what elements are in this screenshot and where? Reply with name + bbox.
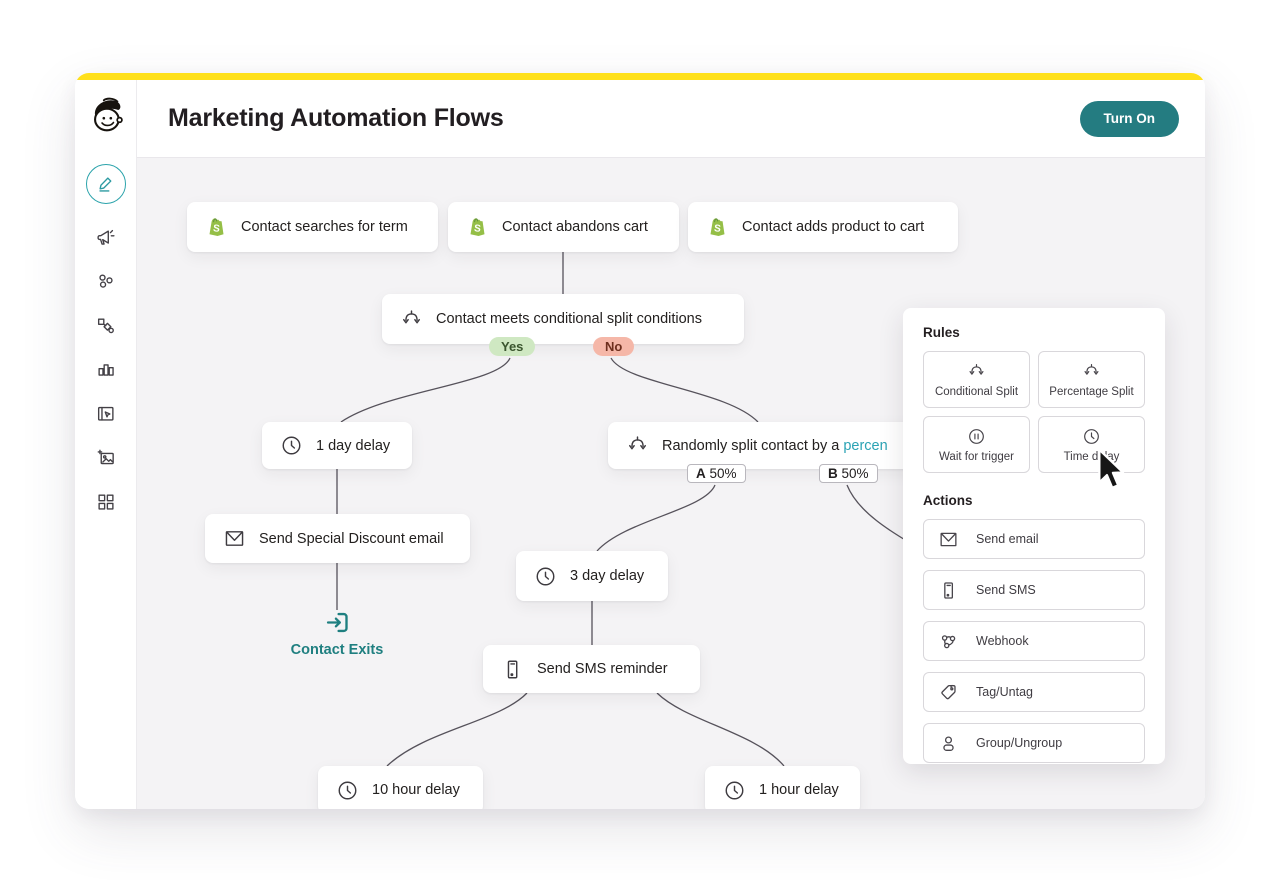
clock-icon (536, 567, 555, 585)
pencil-icon (98, 177, 111, 192)
trigger-node-add-to-cart[interactable]: S Contact adds product to cart (688, 202, 958, 252)
page-title: Marketing Automation Flows (168, 104, 504, 132)
clock-icon (338, 781, 357, 799)
clock-icon (1084, 428, 1099, 444)
exit-icon (326, 612, 348, 633)
webhook-icon (941, 634, 956, 648)
delay-node-1-day[interactable]: 1 day delay (262, 422, 412, 469)
blocks-panel: Rules Conditional Split Percentage Split (903, 308, 1165, 764)
svg-text:S: S (212, 223, 220, 235)
rules-heading: Rules (923, 325, 960, 340)
delay-node-3-day[interactable]: 3 day delay (516, 551, 668, 601)
branch-b-badge: B 50% (819, 464, 878, 483)
svg-text:S: S (473, 223, 481, 235)
sidebar (75, 80, 137, 809)
send-email-label: Send Special Discount email (259, 530, 444, 547)
page-header: Marketing Automation Flows Turn On (137, 80, 1205, 158)
delay-node-1-hour[interactable]: 1 hour delay (705, 766, 860, 809)
rule-card-wait-for-trigger[interactable]: Wait for trigger (923, 416, 1030, 473)
tag-icon (941, 684, 956, 699)
percentage-split-node[interactable]: Randomly split contact by a percen (608, 422, 920, 469)
trigger-label: Contact searches for term (241, 219, 408, 235)
percentage-split-label: Randomly split contact by a percen (662, 437, 888, 454)
split-icon (1084, 363, 1099, 375)
flow-canvas[interactable]: S Contact searches for term S Contact ab… (137, 158, 1205, 809)
actions-heading: Actions (923, 493, 973, 508)
action-card-send-sms[interactable]: Send SMS (923, 570, 1145, 610)
phone-icon (507, 660, 518, 678)
rule-card-conditional-split[interactable]: Conditional Split (923, 351, 1030, 408)
clock-icon (725, 781, 744, 799)
pause-icon (969, 428, 984, 444)
action-card-group-ungroup[interactable]: Group/Ungroup (923, 723, 1145, 763)
action-card-send-email[interactable]: Send email (923, 519, 1145, 559)
mailchimp-logo[interactable] (85, 95, 127, 137)
no-badge: No (593, 337, 635, 356)
megaphone-icon (96, 229, 115, 245)
audience-icon (98, 274, 113, 288)
trigger-node-search[interactable]: S Contact searches for term (187, 202, 438, 252)
send-email-node[interactable]: Send Special Discount email (205, 514, 470, 563)
sidebar-item-automations[interactable] (94, 314, 118, 338)
delay-node-10-hour[interactable]: 10 hour delay (318, 766, 483, 809)
percentage-link[interactable]: percen (843, 437, 888, 454)
delay-label: 10 hour delay (372, 782, 460, 798)
split-icon (629, 436, 646, 450)
contact-exits[interactable]: Contact Exits (267, 609, 407, 658)
email-icon (225, 531, 244, 546)
phone-icon (944, 581, 954, 599)
sidebar-item-content[interactable] (94, 446, 118, 470)
sidebar-item-campaigns[interactable] (94, 226, 118, 250)
sidebar-item-website[interactable] (94, 402, 118, 426)
trigger-label: Contact abandons cart (502, 219, 648, 235)
trigger-label: Contact adds product to cart (742, 219, 925, 235)
apps-grid-icon (97, 494, 114, 510)
turn-on-button[interactable]: Turn On (1079, 100, 1179, 137)
action-card-tag-untag[interactable]: Tag/Untag (923, 672, 1145, 712)
clock-icon (282, 436, 301, 455)
shopify-icon: S (209, 217, 224, 236)
image-icon (97, 449, 114, 465)
trigger-node-abandon-cart[interactable]: S Contact abandons cart (448, 202, 679, 252)
rule-card-percentage-split[interactable]: Percentage Split (1038, 351, 1145, 408)
action-card-webhook[interactable]: Webhook (923, 621, 1145, 661)
automations-icon (97, 318, 114, 334)
yes-badge: Yes (489, 337, 536, 356)
delay-label: 3 day delay (570, 568, 645, 584)
brand-accent-bar (75, 73, 1205, 80)
delay-label: 1 hour delay (759, 782, 839, 798)
sidebar-item-edit[interactable] (85, 164, 126, 204)
website-icon (97, 406, 114, 421)
person-icon (943, 735, 954, 751)
delay-label: 1 day delay (316, 437, 391, 454)
email-icon (940, 532, 957, 546)
rule-card-time-delay[interactable]: Time delay (1038, 416, 1145, 473)
sidebar-item-integrations[interactable] (94, 490, 118, 514)
branch-a-badge: A 50% (687, 464, 746, 483)
contact-exits-label: Contact Exits (290, 642, 384, 658)
split-icon (969, 363, 984, 375)
conditional-split-label: Contact meets conditional split conditio… (436, 311, 702, 327)
conditional-split-node[interactable]: Contact meets conditional split conditio… (382, 294, 744, 344)
shopify-icon: S (710, 217, 725, 236)
bar-chart-icon (97, 364, 114, 376)
app-window: Marketing Automation Flows Turn On (75, 73, 1205, 809)
sidebar-item-analytics[interactable] (94, 358, 118, 382)
sidebar-item-audience[interactable] (94, 270, 118, 294)
split-icon (403, 309, 420, 323)
send-sms-node[interactable]: Send SMS reminder (483, 645, 700, 693)
svg-text:S: S (713, 223, 721, 235)
send-sms-label: Send SMS reminder (537, 661, 668, 677)
shopify-icon: S (470, 217, 485, 236)
